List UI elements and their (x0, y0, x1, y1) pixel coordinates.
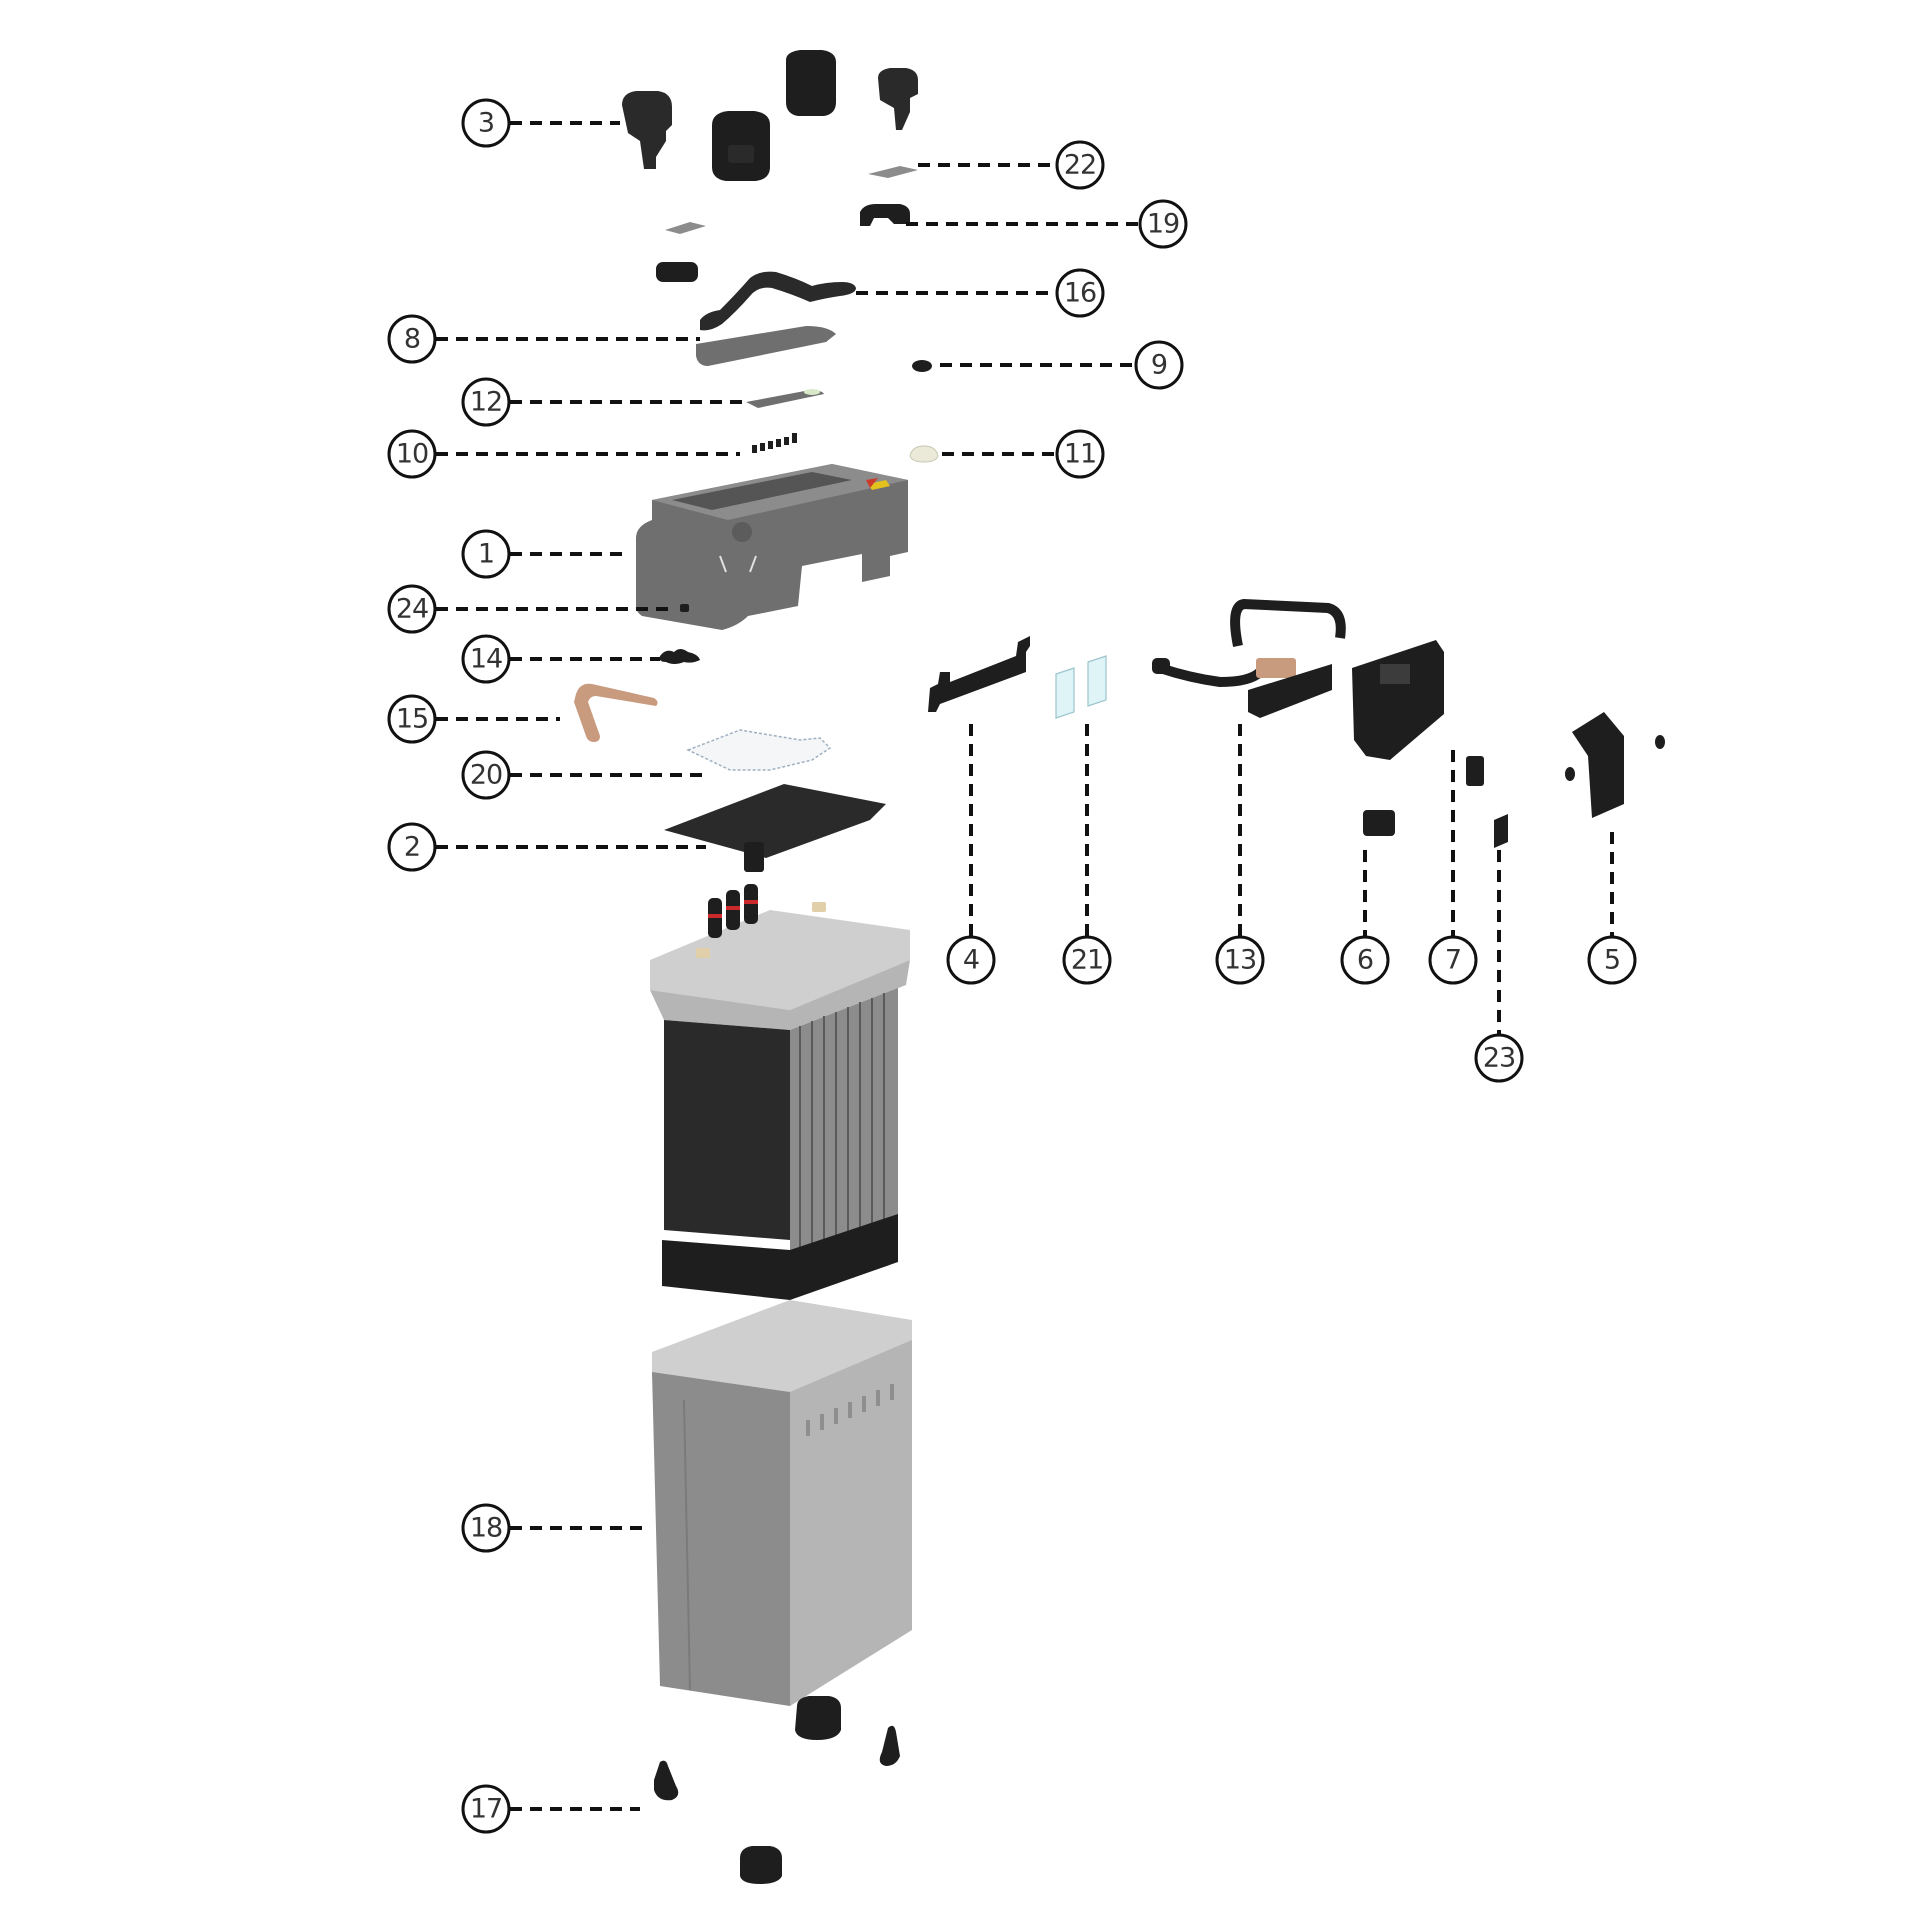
callout-18-label: 18 (470, 1513, 502, 1544)
leader-lines (436, 121, 1614, 1811)
part-cable-harness (1152, 598, 1346, 718)
part-circuit-plate (664, 784, 886, 872)
callout-19-label: 19 (1147, 209, 1179, 240)
callout-17-label: 17 (470, 1794, 502, 1825)
part-sensor (659, 649, 700, 664)
part-top-cover (636, 464, 908, 630)
callout-12: 12 (461, 377, 511, 427)
part-battery-module (650, 884, 910, 1300)
callout-10-label: 10 (396, 439, 428, 470)
callout-8-label: 8 (404, 324, 420, 355)
callout-11: 11 (1055, 429, 1105, 479)
callout-1-label: 1 (478, 539, 494, 570)
part-small-pad-left (665, 222, 706, 234)
part-small-clip (1363, 810, 1395, 836)
callout-15: 15 (387, 694, 437, 744)
callout-23: 23 (1474, 1033, 1524, 1083)
callout-7-label: 7 (1445, 945, 1461, 976)
part-plug (912, 360, 932, 372)
part-handle-base (696, 326, 836, 366)
callout-6-label: 6 (1357, 945, 1373, 976)
part-block (656, 262, 698, 282)
callout-5-label: 5 (1604, 945, 1620, 976)
callout-21: 21 (1062, 935, 1112, 985)
callout-4: 4 (946, 935, 996, 985)
callout-21-label: 21 (1071, 945, 1103, 976)
part-terminal-housing (1352, 640, 1444, 760)
callout-14-label: 14 (470, 644, 502, 675)
part-pad (868, 166, 918, 178)
part-screws (752, 433, 797, 453)
callout-9-label: 9 (1151, 350, 1167, 381)
part-small-pad (1494, 814, 1508, 848)
callout-3-label: 3 (478, 108, 494, 139)
part-outer-case (652, 1300, 912, 1706)
part-handle-clip (860, 204, 910, 226)
callout-3: 3 (461, 98, 511, 148)
part-indicator-strip (746, 390, 824, 408)
callout-22: 22 (1055, 140, 1105, 190)
callout-4-label: 4 (963, 945, 979, 976)
indicator-window (804, 389, 820, 395)
callout-8: 8 (387, 314, 437, 364)
callout-7: 7 (1428, 935, 1478, 985)
part-connector-bracket (928, 636, 1030, 712)
callout-20-label: 20 (470, 760, 502, 791)
part-terminal-cover (1565, 712, 1665, 818)
callout-1: 1 (461, 529, 511, 579)
callout-9: 9 (1134, 340, 1184, 390)
part-bottom-feet (654, 1696, 900, 1884)
callout-15-label: 15 (396, 704, 428, 735)
callout-2-label: 2 (404, 832, 420, 863)
callout-16-label: 16 (1064, 278, 1096, 309)
callout-2: 2 (387, 822, 437, 872)
part-mini-connector (1466, 756, 1484, 786)
callout-13: 13 (1215, 935, 1265, 985)
part-carry-handle (700, 271, 856, 331)
callout-10: 10 (387, 429, 437, 479)
part-light-cap (909, 445, 939, 463)
callout-16: 16 (1055, 268, 1105, 318)
callout-18: 18 (461, 1503, 511, 1553)
callouts: 3 22 19 16 8 9 12 10 11 1 24 14 15 20 2 … (387, 98, 1637, 1834)
callout-13-label: 13 (1224, 945, 1256, 976)
callout-12-label: 12 (470, 387, 502, 418)
callout-17: 17 (461, 1784, 511, 1834)
part-nut (680, 604, 689, 612)
callout-24-label: 24 (396, 594, 428, 625)
callout-24: 24 (387, 584, 437, 634)
callout-19: 19 (1138, 199, 1188, 249)
callout-14: 14 (461, 634, 511, 684)
callout-23-label: 23 (1483, 1043, 1515, 1074)
callout-22-label: 22 (1064, 150, 1096, 181)
part-top-caps (622, 50, 918, 181)
part-busbar (574, 683, 658, 742)
callout-6: 6 (1340, 935, 1390, 985)
part-insulation-sheet (686, 729, 832, 771)
callout-5: 5 (1587, 935, 1637, 985)
callout-11-label: 11 (1064, 439, 1096, 470)
callout-20: 20 (461, 750, 511, 800)
part-windows (1055, 655, 1107, 719)
